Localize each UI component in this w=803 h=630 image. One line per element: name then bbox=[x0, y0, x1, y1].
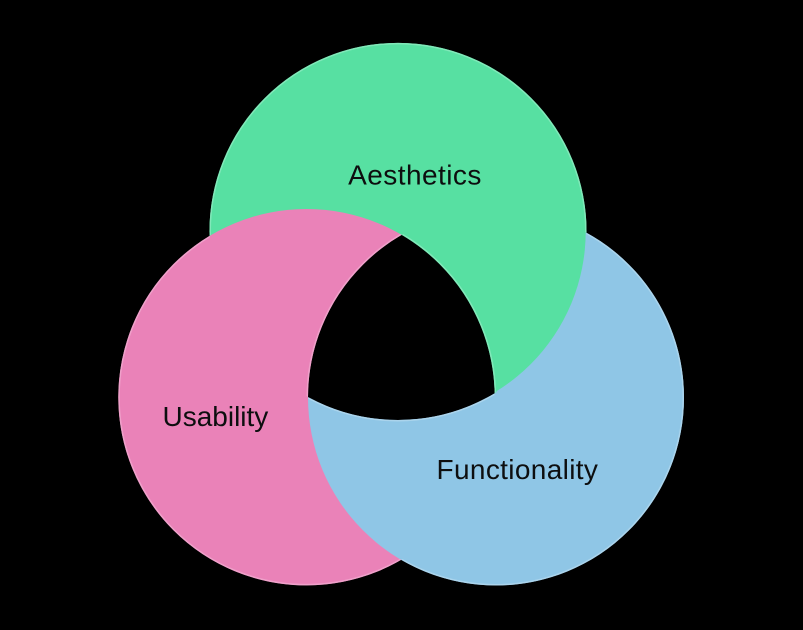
svg-text:Aesthetics: Aesthetics bbox=[348, 160, 482, 191]
svg-text:Functionality: Functionality bbox=[437, 454, 599, 485]
svg-text:Usability: Usability bbox=[162, 401, 268, 432]
